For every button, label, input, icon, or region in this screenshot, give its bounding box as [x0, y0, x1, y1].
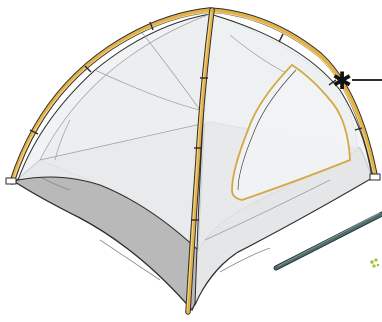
- leaf-accent-icon: [370, 258, 379, 267]
- callout-asterisk: ✱: [332, 67, 352, 95]
- leaf-dot: [374, 258, 377, 261]
- leaf-dot: [377, 264, 380, 267]
- leaf-dot: [370, 260, 374, 264]
- pole-foot-right: [370, 174, 380, 180]
- pole-foot-left: [6, 178, 16, 184]
- callout: ✱: [332, 67, 382, 95]
- leaf-dot: [372, 264, 375, 267]
- pole-joint: [279, 34, 283, 42]
